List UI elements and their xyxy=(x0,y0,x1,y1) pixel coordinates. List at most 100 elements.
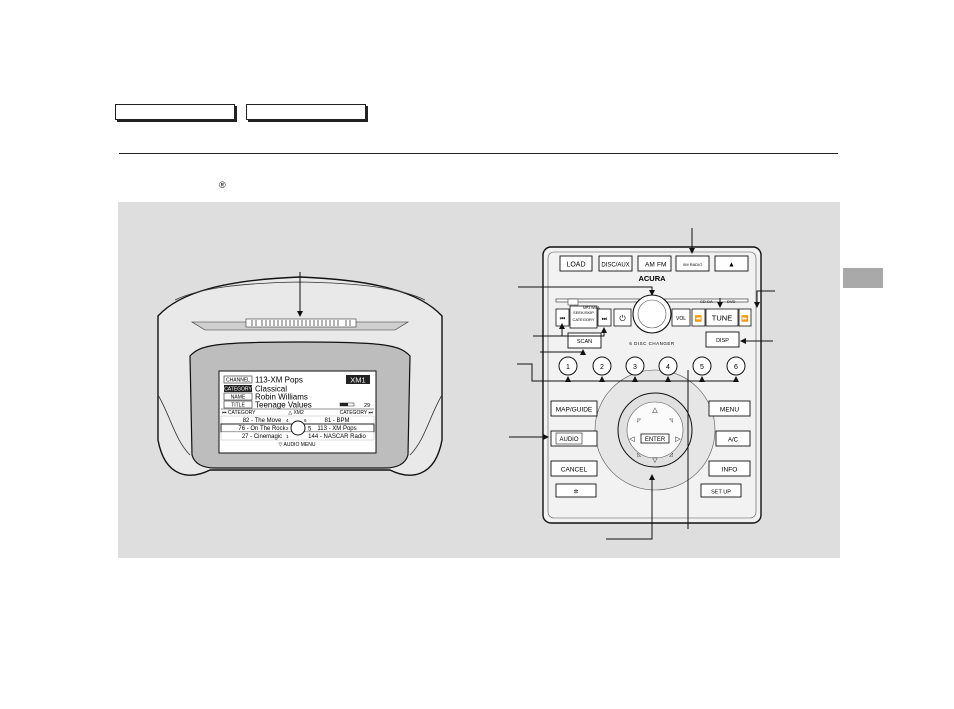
center-knob-icon xyxy=(290,420,306,436)
scan-label: SCAN xyxy=(577,339,592,345)
preset-button-2[interactable] xyxy=(592,356,612,376)
cancel-button[interactable] xyxy=(550,460,598,477)
preset-button-1-label: 1 xyxy=(566,364,570,371)
display-screen: CHANNEL 113-XM Pops XM1 CATEGORY Classic… xyxy=(218,370,377,454)
power-icon: ⏻ xyxy=(619,314,626,323)
dial-downright-icon: ◿ xyxy=(669,452,673,458)
header-tab-1 xyxy=(115,104,235,120)
row-title-value: Teenage Values xyxy=(255,401,312,410)
row-name-value: Robin Williams xyxy=(255,393,308,402)
console-top-row: LOAD DISC/AUX AM FM XM RADIO ▲ ACURA xyxy=(559,255,749,283)
dial-up-icon: △ xyxy=(652,407,658,414)
power-button[interactable] xyxy=(613,308,632,327)
ac-label: A/C xyxy=(728,438,739,444)
rewind-button[interactable] xyxy=(691,308,706,327)
preset-right-num-1: 6 xyxy=(304,418,307,423)
info-label: INFO xyxy=(722,467,738,474)
audio-label: AUDIO xyxy=(559,437,578,443)
function-buttons: MAP/GUIDE MENU AUDIO A/C CANCEL INFO ✲ S… xyxy=(550,400,751,498)
mp3-wma-label: MP3 WMA xyxy=(583,306,600,310)
interface-dial[interactable]: ENTER △ ▽ ◁ ▷ ◸ ◹ ◺ ◿ xyxy=(629,407,681,464)
preset-left-2: 76 - On The Rock xyxy=(238,426,286,432)
preset-buttons: 1 2 3 4 5 6 xyxy=(558,356,746,376)
preset-right-2: 113 - XM Pops xyxy=(317,426,356,432)
menu-button[interactable] xyxy=(708,400,751,417)
header-rule xyxy=(119,153,838,154)
cd-slot-icon xyxy=(567,298,579,306)
eject-icon: ▲ xyxy=(728,262,735,269)
load-button-label: LOAD xyxy=(566,262,585,269)
row-channel-tag: CHANNEL xyxy=(226,378,250,384)
disc-aux-button[interactable] xyxy=(598,255,633,272)
row-name-tag: NAME xyxy=(231,395,246,401)
vol-label: VOL xyxy=(676,316,686,322)
preset-left-3: 27 - Cinemagic xyxy=(242,434,282,440)
info-button[interactable] xyxy=(708,460,751,477)
seek-forward-button[interactable] xyxy=(597,308,612,327)
row-category-tag: CATEGORY xyxy=(224,387,252,393)
preset-button-5-label: 5 xyxy=(700,364,704,371)
seek-skip-category-button[interactable] xyxy=(569,305,598,329)
console-second-row: ⏮ SEEK/SKIP CATEGORY ⏭ MP3 WMA ⏻ VOL CD-… xyxy=(555,294,752,334)
fast-forward-icon: ⏩ xyxy=(741,315,749,323)
preset-button-3[interactable] xyxy=(625,356,645,376)
am-label: AM xyxy=(645,262,655,269)
preset-button-6-label: 6 xyxy=(734,364,738,371)
tune-button[interactable] xyxy=(705,308,739,327)
enter-button[interactable] xyxy=(640,433,670,444)
disp-button[interactable] xyxy=(705,331,740,348)
setup-label: SET UP xyxy=(711,490,731,496)
dvd-label: DVD xyxy=(727,299,736,304)
map-guide-label: MAP/GUIDE xyxy=(556,407,593,414)
header-tab-2 xyxy=(246,104,366,120)
screen-footer: ▽ AUDIO MENU xyxy=(279,442,316,448)
preset-button-3-label: 3 xyxy=(633,364,637,371)
ac-button[interactable] xyxy=(715,430,751,447)
console-third-row: SCAN 6 DISC CHANGER DISP xyxy=(567,331,740,349)
scan-button[interactable] xyxy=(567,332,602,349)
registered-mark: ® xyxy=(219,180,226,190)
dial-down-icon: ▽ xyxy=(652,457,658,464)
map-guide-button[interactable] xyxy=(550,400,598,417)
preset-right-1: 81 - BPM xyxy=(324,418,349,424)
preset-left-1: 82 - The Move xyxy=(243,418,282,424)
brightness-button[interactable] xyxy=(555,483,597,498)
fast-forward-button[interactable] xyxy=(738,308,752,327)
preset-left-num-1: 4 xyxy=(286,418,289,423)
setup-button[interactable] xyxy=(700,483,742,498)
preset-button-4[interactable] xyxy=(658,356,678,376)
rewind-icon: ⏪ xyxy=(695,315,703,323)
fm-label: FM xyxy=(657,262,666,269)
load-button[interactable] xyxy=(559,255,593,272)
dial-right-icon: ▷ xyxy=(675,436,681,443)
preset-button-2-label: 2 xyxy=(600,364,604,371)
preset-button-6[interactable] xyxy=(726,356,746,376)
menu-label: MENU xyxy=(720,407,739,414)
cd-da-label: CD-DA xyxy=(700,299,713,304)
am-fm-button[interactable] xyxy=(637,255,672,272)
cancel-label: CANCEL xyxy=(561,467,588,474)
dial-upleft-icon: ◸ xyxy=(637,418,641,424)
level-bar xyxy=(340,403,348,406)
preset-button-4-label: 4 xyxy=(666,364,670,371)
nav-left-label: ⏮ CATEGORY xyxy=(222,410,256,416)
disc-aux-button-label: DISC/AUX xyxy=(601,263,629,269)
preset-button-1[interactable] xyxy=(558,356,578,376)
xm-radio-button[interactable] xyxy=(675,255,710,272)
level-value: 29 xyxy=(364,403,370,409)
row-title-tag: TITLE xyxy=(231,403,245,409)
vol-button[interactable] xyxy=(671,308,691,327)
preset-button-5[interactable] xyxy=(692,356,712,376)
nav-center-label: △ XM2 xyxy=(288,410,304,416)
seek-forward-icon: ⏭ xyxy=(602,317,608,323)
seek-back-icon: ⏮ xyxy=(560,317,566,323)
enter-label: ENTER xyxy=(645,437,666,443)
preset-left-num-3: 1 xyxy=(286,434,289,439)
disc-changer-label: 6 DISC CHANGER xyxy=(629,341,675,346)
eject-button[interactable] xyxy=(714,255,749,272)
xm-radio-button-label: XM RADIO xyxy=(683,262,703,267)
nav-right-label: CATEGORY ⏭ xyxy=(340,410,374,416)
screen-label: XM1 xyxy=(350,376,365,385)
brand-logo: ACURA xyxy=(638,274,666,283)
